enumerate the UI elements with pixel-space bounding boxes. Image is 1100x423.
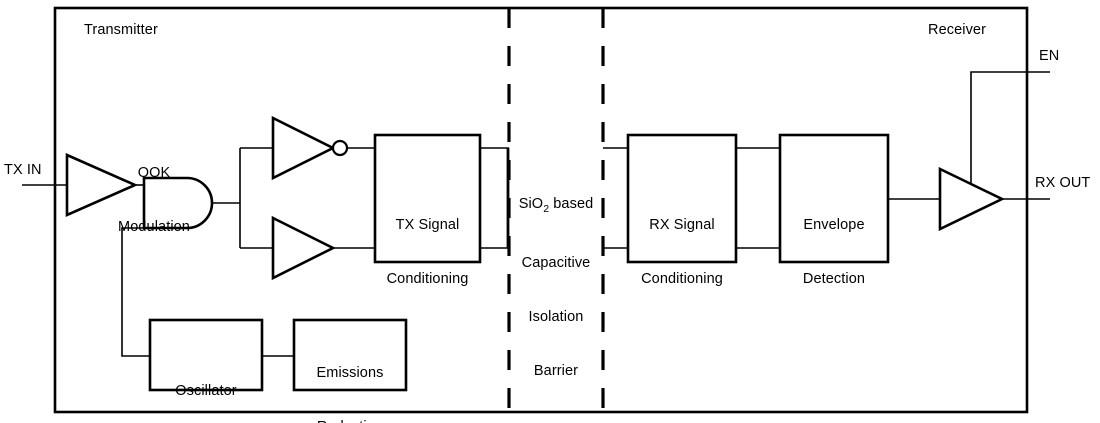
ook-modulation-line1: OOK (137, 165, 171, 181)
tx-signal-conditioning-line2: Conditioning (386, 271, 469, 287)
transmitter-section-label: Transmitter (84, 22, 158, 38)
emissions-reduction-label: Emissions Reduction Techniques (294, 328, 406, 423)
receiver-section-label: Receiver (928, 22, 987, 38)
tx-input-buffer-icon (65, 153, 139, 217)
envelope-detection-line1: Envelope (803, 217, 865, 233)
block-emissions-reduction (292, 318, 408, 392)
block-tx-signal-conditioning (373, 133, 482, 264)
sio2-prefix: SiO (518, 196, 544, 212)
envelope-detection-label: Envelope Detection (780, 180, 888, 324)
sio2-subscript: 2 (543, 202, 550, 215)
rx-signal-conditioning-line2: Conditioning (641, 271, 723, 287)
block-envelope-detection (778, 133, 890, 264)
wire-en (970, 71, 1050, 184)
chip-outline (53, 6, 1029, 414)
ook-modulation-line2: Modulation (118, 219, 190, 235)
isolation-barrier-line2: Capacitive (521, 254, 591, 271)
isolation-barrier-line3: Isolation (528, 308, 584, 325)
rx-output-buffer-icon (938, 166, 1005, 232)
wire-and-lower-input (121, 227, 150, 357)
emissions-reduction-line2: Reduction (294, 418, 406, 423)
ook-and-gate-icon (142, 176, 214, 230)
tx-inverting-driver-icon (271, 115, 336, 181)
inverter-bubble-icon (331, 139, 349, 157)
tx-signal-conditioning-label: TX Signal Conditioning (375, 180, 480, 324)
port-rx-out-label: RX OUT (1035, 175, 1091, 191)
block-rx-signal-conditioning (626, 133, 738, 264)
oscillator-label: Oscillator (150, 346, 262, 423)
tx-noninverting-driver-icon (271, 215, 336, 281)
envelope-detection-line2: Detection (802, 271, 866, 287)
isolation-barrier-line4: Barrier (533, 362, 579, 379)
port-tx-in-label: TX IN (4, 162, 42, 178)
sio2-suffix: based (549, 196, 594, 212)
tx-signal-conditioning-line1: TX Signal (395, 217, 460, 233)
rx-signal-conditioning-line1: RX Signal (649, 217, 715, 233)
isolation-barrier-line1: SiO2 based (509, 195, 603, 218)
block-oscillator (148, 318, 264, 392)
ook-modulation-label: OOK Modulation (96, 128, 212, 272)
rx-signal-conditioning-label: RX Signal Conditioning (628, 180, 736, 324)
emissions-reduction-line1: Emissions (316, 365, 384, 381)
port-en-label: EN (1039, 48, 1060, 64)
isolation-barrier-label: SiO2 based Capacitive Isolation Barrier (509, 159, 603, 416)
oscillator-line1: Oscillator (175, 383, 237, 399)
